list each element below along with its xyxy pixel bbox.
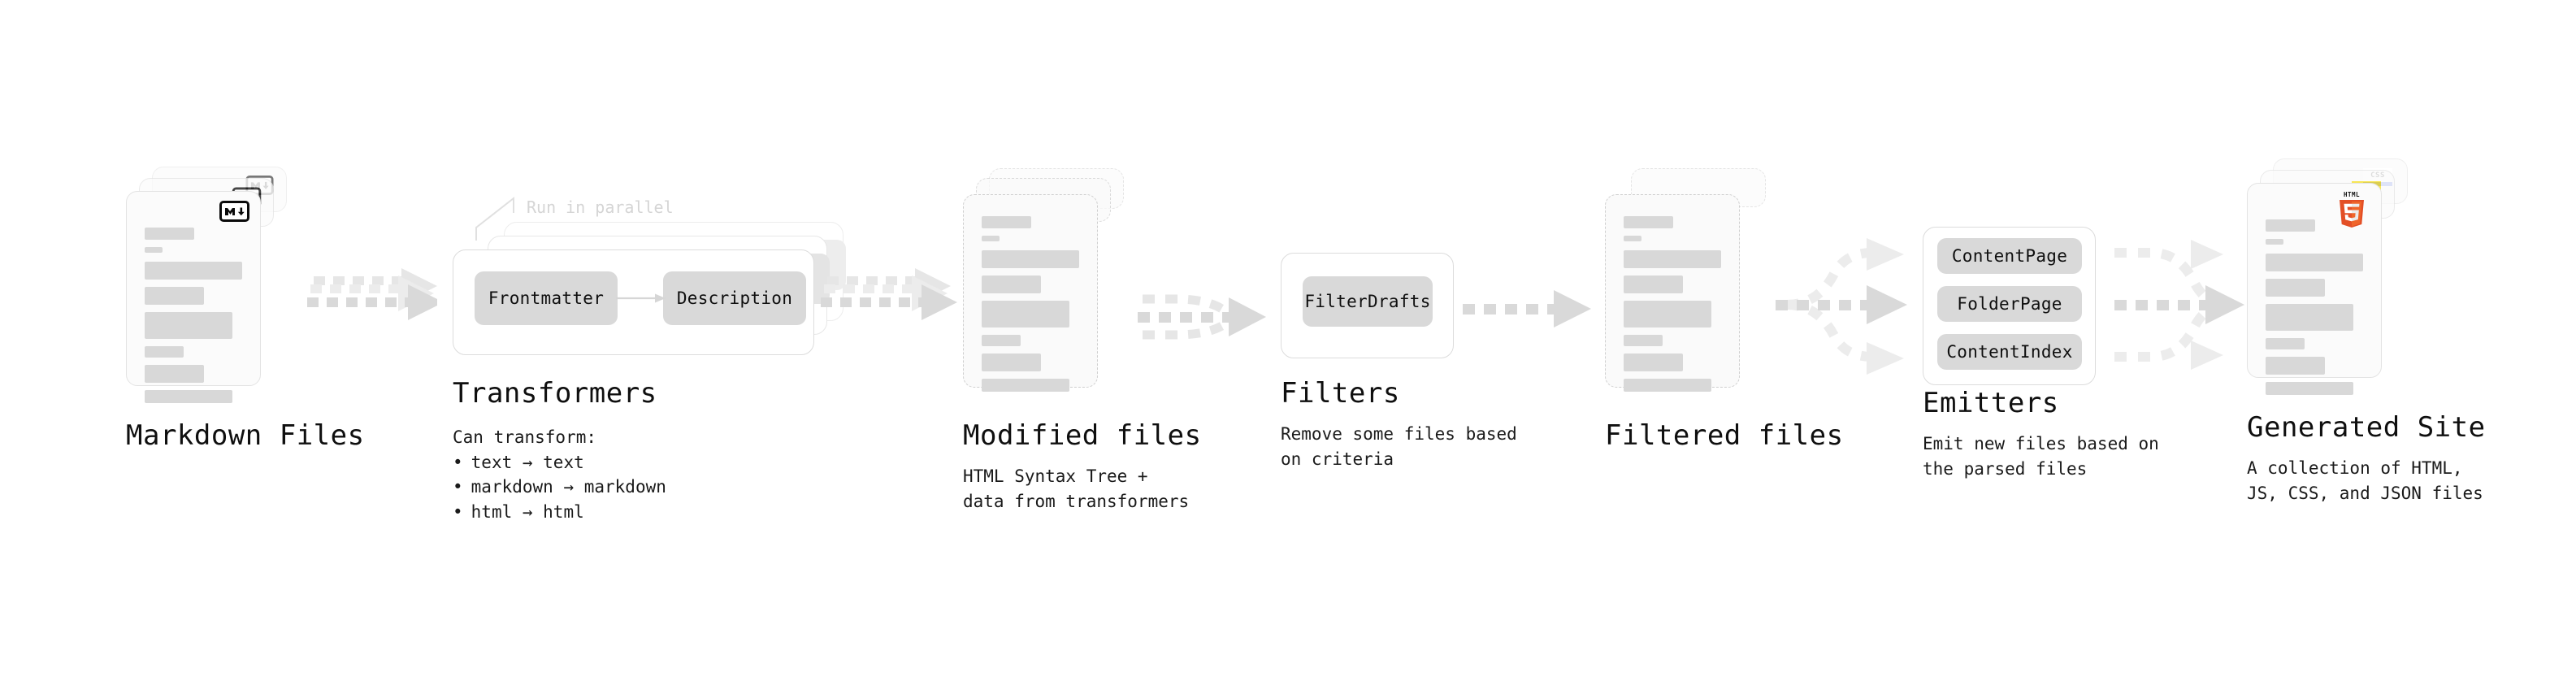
emitter-chip-folderpage[interactable]: FolderPage — [1937, 286, 2082, 322]
emitters-box: ContentPage FolderPage ContentIndex — [1923, 227, 2096, 385]
generated-site-subtitle: A collection of HTML, JS, CSS, and JSON … — [2247, 458, 2483, 503]
emitter-chip-folderpage-label: FolderPage — [1957, 294, 2062, 314]
markdown-icon — [219, 201, 249, 222]
emitters-subtitle: Emit new files based on the parsed files — [1923, 434, 2159, 479]
emitter-chip-contentindex-label: ContentIndex — [1946, 342, 2073, 362]
transformer-chip-frontmatter[interactable]: Frontmatter — [475, 271, 618, 325]
generated-site-title: Generated Site — [2247, 411, 2486, 444]
markdown-files-caption: Markdown Files — [126, 419, 365, 452]
emitters-caption: Emitters Emit new files based on the par… — [1923, 388, 2159, 481]
list-item: text → text — [453, 450, 666, 475]
filters-subtitle: Remove some files based on criteria — [1281, 424, 1517, 469]
filters-title: Filters — [1281, 377, 1400, 410]
card-content-lines — [1624, 216, 1721, 399]
html5-icon: HTML — [2334, 190, 2370, 231]
filtered-card-front — [1605, 194, 1740, 392]
emitters-title: Emitters — [1923, 387, 2059, 419]
card-content-lines — [145, 228, 242, 410]
emitter-chip-contentindex[interactable]: ContentIndex — [1937, 334, 2082, 370]
transformers-title: Transformers — [453, 377, 657, 410]
modified-files-subtitle: HTML Syntax Tree + data from transformer… — [963, 466, 1190, 511]
modified-card-front — [963, 194, 1098, 392]
transformers-box: Frontmatter Description — [453, 249, 814, 355]
emitter-chip-contentpage-label: ContentPage — [1951, 246, 2068, 266]
run-in-parallel-leader — [475, 193, 572, 245]
transformers-bullet-list: text → text markdown → markdown html → h… — [453, 450, 666, 524]
transformer-chip-description[interactable]: Description — [663, 271, 806, 325]
filters-caption: Filters Remove some files based on crite… — [1281, 377, 1517, 471]
arrow-filters-to-filtered — [1463, 289, 1601, 341]
filtered-files-caption: Filtered files — [1605, 419, 1844, 452]
modified-files-caption: Modified files HTML Syntax Tree + data f… — [963, 419, 1202, 514]
arrow-transformers-to-modified — [821, 268, 959, 353]
transformer-inner-arrow — [616, 293, 666, 303]
run-in-parallel-label: Run in parallel — [527, 197, 674, 217]
arrow-emitters-to-site — [2110, 232, 2264, 389]
modified-files-title: Modified files — [963, 419, 1202, 452]
transformer-chip-description-label: Description — [676, 288, 793, 308]
filter-chip-filterdrafts-label: FilterDrafts — [1304, 292, 1431, 311]
emitter-chip-contentpage[interactable]: ContentPage — [1937, 238, 2082, 274]
filters-box: FilterDrafts — [1281, 253, 1454, 358]
card-content-lines — [982, 216, 1079, 399]
markdown-files-title: Markdown Files — [126, 419, 365, 452]
generated-card-front-html: HTML — [2247, 183, 2382, 395]
filter-chip-filterdrafts[interactable]: FilterDrafts — [1303, 276, 1433, 327]
arrow-filtered-to-emitters — [1776, 232, 1930, 389]
card-content-lines — [2266, 219, 2363, 402]
arrow-modified-to-filters — [1138, 258, 1276, 367]
transformers-caption: Transformers Can transform: text → text … — [453, 377, 666, 524]
transformers-subtitle-head: Can transform: — [453, 427, 597, 448]
list-item: markdown → markdown — [453, 475, 666, 499]
generated-site-caption: Generated Site A collection of HTML, JS,… — [2247, 411, 2486, 505]
arrow-markdown-to-transformers — [307, 268, 444, 353]
markdown-card-front — [126, 191, 261, 403]
transformer-chip-frontmatter-label: Frontmatter — [488, 288, 605, 308]
svg-text:HTML: HTML — [2344, 191, 2360, 198]
filtered-files-title: Filtered files — [1605, 419, 1844, 452]
list-item: html → html — [453, 500, 666, 524]
